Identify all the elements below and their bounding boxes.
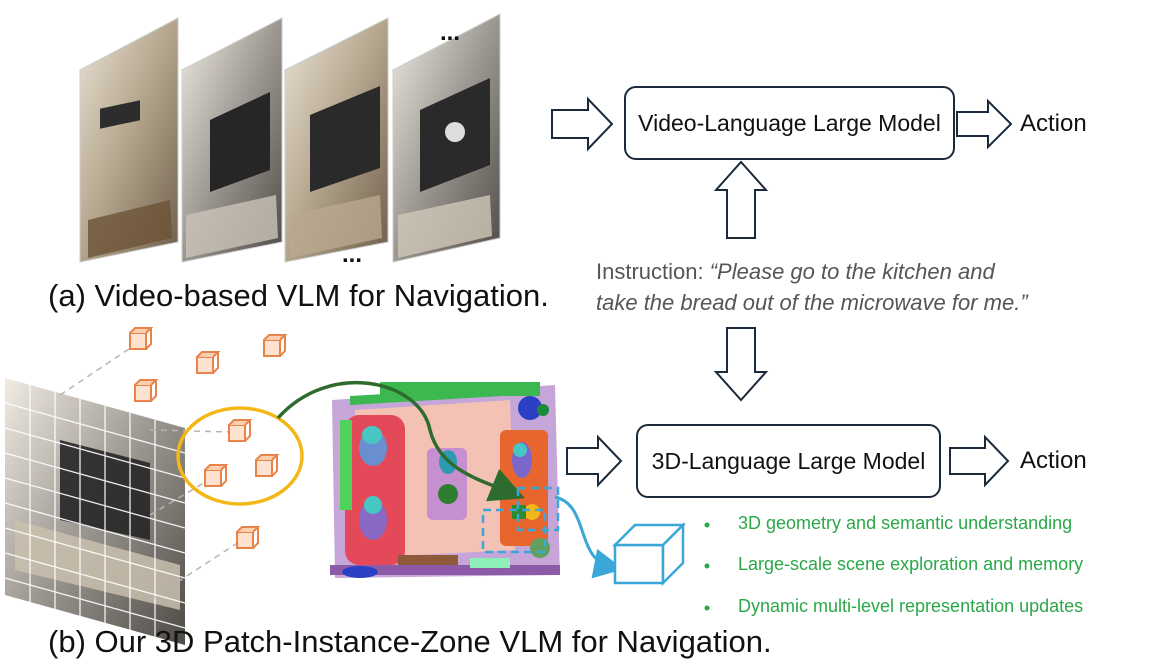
ellipsis-bottom: ...: [342, 241, 362, 268]
zone-to-map-arrow: [276, 381, 525, 502]
zone-ellipse: [176, 406, 304, 506]
bullet-dot: [704, 563, 710, 569]
caption-b: (b) Our 3D Patch-Instance-Zone VLM for N…: [48, 624, 772, 659]
instruction-prefix: Instruction:: [596, 259, 710, 284]
hollow-arrow-model3d-to-action: [949, 434, 1010, 488]
instruction-text: Instruction: “Please go to the kitchen a…: [596, 256, 1116, 318]
video-language-model-box: Video-Language Large Model: [624, 86, 955, 160]
semantic-map: [330, 382, 560, 578]
hollow-arrow-map-to-model: [566, 434, 623, 488]
feature-item: Large-scale scene exploration and memory: [738, 554, 1084, 574]
projection-lines: [59, 342, 243, 601]
feature-item: Dynamic multi-level representation updat…: [738, 596, 1084, 616]
instance-cube: [129, 327, 154, 350]
action-label-bottom: Action: [1020, 447, 1087, 474]
video-language-model-label: Video-Language Large Model: [638, 109, 941, 136]
bullet-dot: [704, 605, 710, 611]
hollow-arrow-down: [713, 327, 769, 402]
3d-language-model-box: 3D-Language Large Model: [636, 424, 941, 498]
video-frame-2: [181, 17, 283, 263]
instance-cube: [255, 454, 280, 477]
instance-cube: [196, 351, 221, 374]
hollow-arrow-frames-to-model: [551, 96, 614, 152]
instance-cubes: [129, 327, 288, 549]
ellipsis-top: ...: [440, 19, 460, 46]
zone-to-cube-arrow: [554, 495, 624, 579]
zone-dashed-box: [481, 486, 560, 554]
instance-cube: [204, 464, 229, 487]
instance-cube: [263, 334, 288, 357]
feature-item: 3D geometry and semantic understanding: [738, 513, 1073, 533]
video-frame-1: [79, 17, 179, 263]
action-label-top: Action: [1020, 110, 1087, 137]
instance-cube: [236, 526, 261, 549]
patch-image: [4, 378, 186, 645]
hollow-arrow-up: [713, 160, 769, 239]
instruction-quote-line2: take the bread out of the microwave for …: [596, 290, 1028, 315]
video-frames: [79, 13, 501, 263]
caption-a: (a) Video-based VLM for Navigation.: [48, 278, 549, 313]
hollow-arrow-model-to-action: [956, 98, 1013, 150]
video-frame-3: [284, 17, 389, 263]
instance-cube: [134, 379, 159, 402]
3d-language-model-label: 3D-Language Large Model: [651, 447, 926, 474]
instance-cube: [228, 419, 253, 442]
instruction-quote-line1: “Please go to the kitchen and: [709, 259, 995, 284]
zone-cube-icon: [611, 521, 687, 587]
bullet-dot: [704, 522, 710, 528]
video-frame-4: [392, 13, 501, 263]
